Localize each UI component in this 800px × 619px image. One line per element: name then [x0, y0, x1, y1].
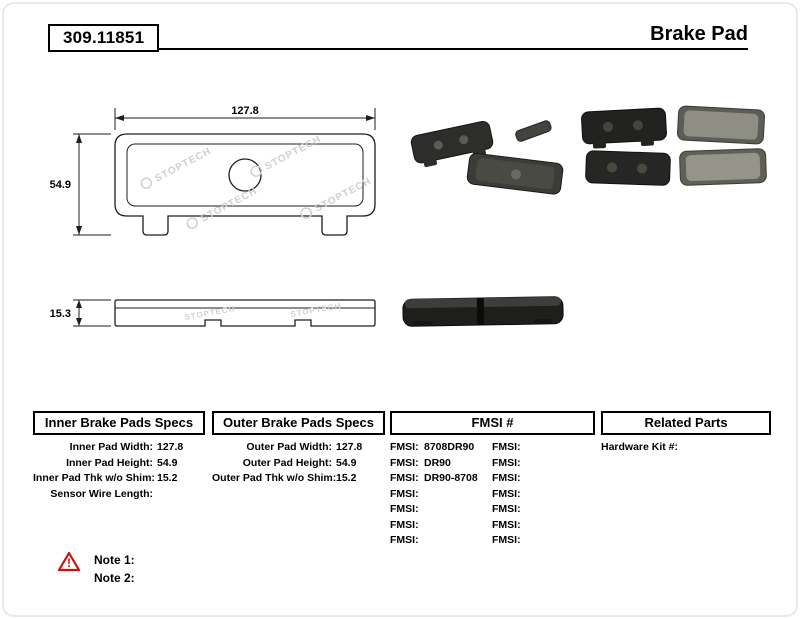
spec-value: 127.8	[336, 441, 363, 453]
related-label: Hardware Kit #:	[601, 441, 679, 453]
pads-photo-loose	[410, 120, 564, 195]
spec-label: Inner Pad Height:	[66, 456, 153, 469]
related-row: Hardware Kit #:	[601, 440, 771, 456]
fmsi-label: FMSI:	[492, 441, 521, 453]
spec-row: Inner Pad Width: 127.8	[33, 440, 205, 456]
fmsi-row: FMSI: DR90 FMSI:	[390, 456, 595, 472]
spec-label: Outer Pad Height:	[242, 456, 332, 469]
spec-value: 15.2	[336, 472, 357, 484]
spec-row: Outer Pad Width: 127.8	[212, 440, 385, 456]
pad-edge-photo	[402, 296, 564, 327]
svg-text:!: !	[67, 556, 71, 570]
spec-value: 54.9	[157, 456, 178, 469]
page-title: Brake Pad	[650, 23, 748, 45]
fmsi-value	[424, 487, 492, 503]
pad-friction-photo	[679, 148, 767, 186]
spec-label: Outer Pad Thk w/o Shim:	[212, 472, 337, 484]
center-hole	[228, 158, 262, 192]
fmsi-label: FMSI:	[390, 503, 419, 515]
spec-row: Sensor Wire Length:	[33, 487, 205, 503]
side-profile-outline	[114, 299, 376, 327]
fmsi-label: FMSI:	[492, 518, 521, 531]
fmsi-value	[526, 518, 594, 534]
fmsi-value	[526, 487, 594, 503]
fmsi-value	[526, 440, 594, 456]
pad-friction-photo	[677, 105, 765, 145]
fmsi-label: FMSI:	[492, 487, 521, 500]
inner-specs-table: Inner Brake Pads Specs Inner Pad Width: …	[33, 411, 205, 502]
fmsi-value: 8708DR90	[424, 441, 475, 453]
fmsi-label: FMSI:	[390, 456, 419, 469]
fmsi-row: FMSI: 8708DR90 FMSI:	[390, 440, 595, 456]
spec-label: Outer Pad Width:	[246, 441, 332, 453]
fmsi-label: FMSI:	[390, 518, 419, 531]
part-number: 309.11851	[48, 24, 160, 52]
inner-specs-header: Inner Brake Pads Specs	[33, 411, 205, 435]
spec-value: 127.8	[157, 441, 184, 453]
fmsi-label: FMSI:	[390, 534, 419, 546]
fmsi-row: FMSI: FMSI:	[390, 518, 595, 534]
fmsi-row: FMSI: FMSI:	[390, 502, 595, 518]
spec-label: Sensor Wire Length:	[50, 487, 153, 500]
pad-backplate-photo	[581, 107, 667, 149]
note-1: Note 1:	[94, 553, 135, 567]
outer-specs-header: Outer Brake Pads Specs	[212, 411, 385, 435]
fmsi-label: FMSI:	[492, 456, 521, 469]
outer-specs-table: Outer Brake Pads Specs Outer Pad Width: …	[212, 411, 385, 487]
fmsi-value: DR90	[424, 456, 451, 469]
fmsi-row: FMSI: FMSI:	[390, 487, 595, 503]
fmsi-header: FMSI #	[390, 411, 595, 435]
brake-pad-side-drawing: 15.3 STOPTECH STOPTECH	[50, 299, 376, 327]
fmsi-value	[424, 518, 492, 534]
pad-friction-outline	[126, 143, 364, 207]
fmsi-value	[526, 456, 594, 472]
related-parts-header: Related Parts	[601, 411, 771, 435]
fmsi-value	[526, 533, 594, 549]
fmsi-value: DR90-8708	[424, 472, 478, 484]
fmsi-value	[424, 533, 492, 549]
spec-label: Inner Pad Width:	[69, 441, 153, 453]
pad-friction-photo	[466, 152, 564, 195]
header-divider	[48, 48, 748, 50]
fmsi-label: FMSI:	[492, 534, 521, 546]
pad-clip-photo	[515, 120, 552, 142]
dim-thickness-label: 15.3	[50, 308, 71, 320]
fmsi-label: FMSI:	[390, 487, 419, 500]
warning-icon: !	[57, 551, 81, 572]
fmsi-value	[526, 471, 594, 487]
note-2: Note 2:	[94, 571, 135, 585]
pads-photo-set	[581, 105, 767, 186]
fmsi-row: FMSI: DR90-8708 FMSI:	[390, 471, 595, 487]
fmsi-label: FMSI:	[390, 441, 419, 453]
spec-value: 15.2	[157, 472, 178, 484]
dim-width-label: 127.8	[231, 105, 259, 117]
spec-row: Inner Pad Height: 54.9	[33, 456, 205, 472]
brake-pad-front-drawing: 127.8 54.9 STOPTECH STOPTECH STOPTECH ST…	[50, 105, 376, 236]
fmsi-label: FMSI:	[492, 503, 521, 515]
spec-label: Inner Pad Thk w/o Shim:	[33, 472, 155, 484]
related-parts-table: Related Parts Hardware Kit #:	[601, 411, 771, 456]
dim-height-label: 54.9	[50, 179, 71, 191]
fmsi-value	[424, 502, 492, 518]
fmsi-table: FMSI # FMSI: 8708DR90 FMSI: FMSI: DR90 F…	[390, 411, 595, 549]
fmsi-value	[526, 502, 594, 518]
spec-row: Outer Pad Height: 54.9	[212, 456, 385, 472]
spec-row: Outer Pad Thk w/o Shim: 15.2	[212, 471, 385, 487]
pad-backplate-photo	[585, 150, 671, 186]
fmsi-label: FMSI:	[492, 472, 521, 484]
pad-backplate-photo	[410, 120, 494, 168]
fmsi-row: FMSI: FMSI:	[390, 533, 595, 549]
spec-value: 54.9	[336, 456, 357, 469]
fmsi-label: FMSI:	[390, 472, 419, 484]
spec-row: Inner Pad Thk w/o Shim: 15.2	[33, 471, 205, 487]
